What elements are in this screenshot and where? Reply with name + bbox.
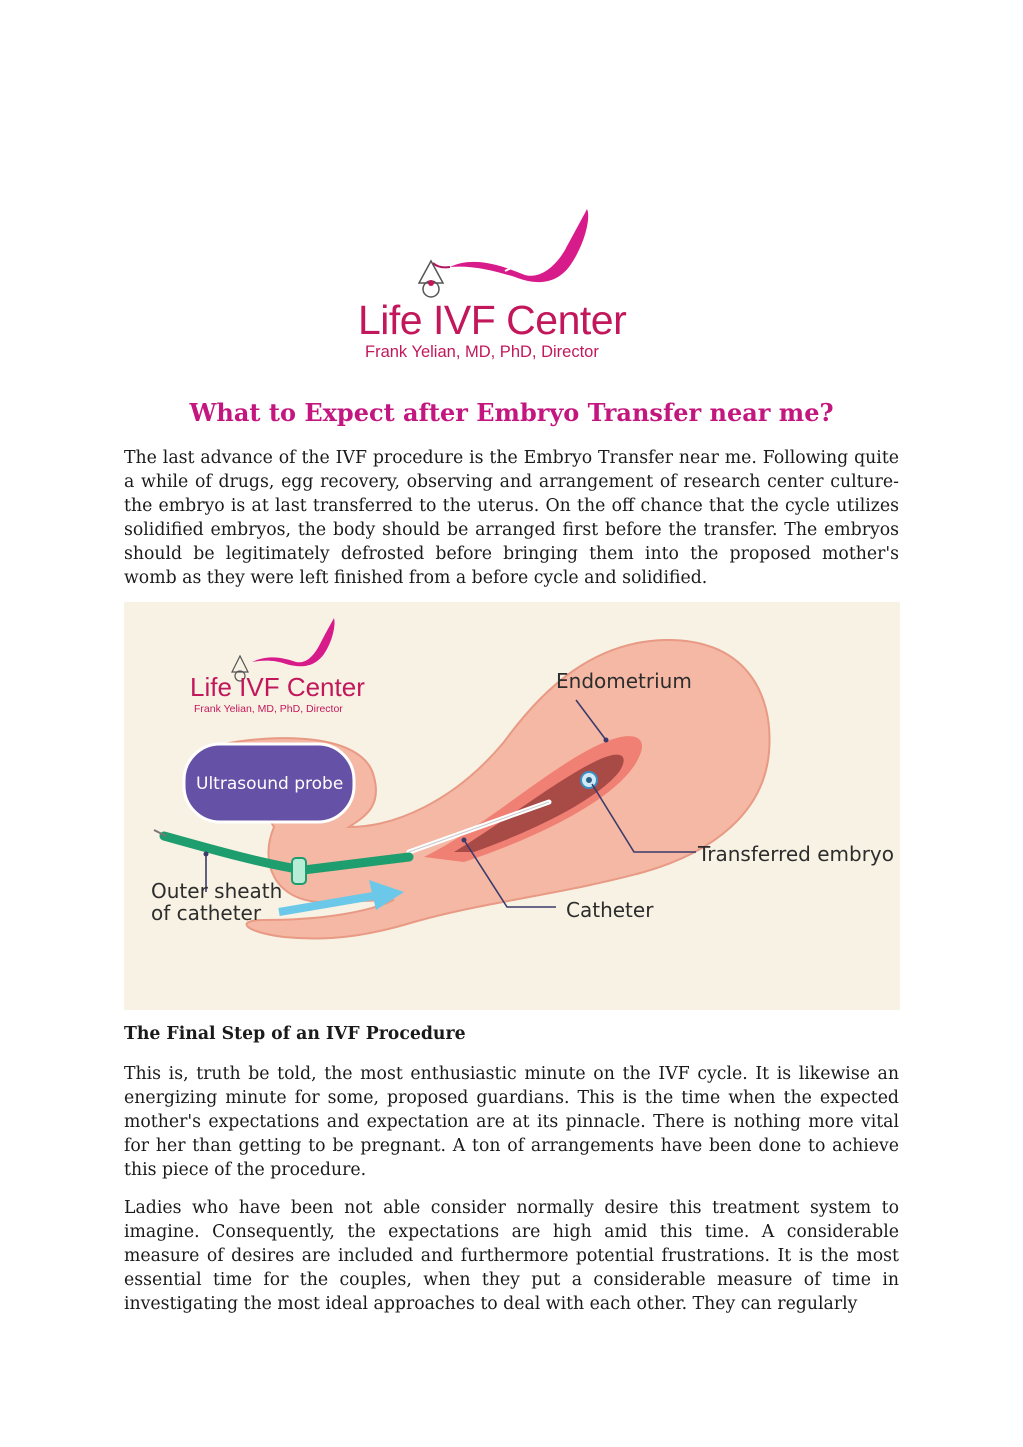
header-logo: Life IVF Center Frank Yelian, MD, PhD, D… [355, 205, 675, 370]
uterus-illustration [153, 618, 771, 940]
outer-sheath-label: Outer sheath of catheter [151, 879, 283, 925]
logo-title: Life IVF Center [358, 297, 627, 343]
transferred-embryo-label: Transferred embryo [698, 842, 894, 866]
embryo-transfer-diagram: Life IVF Center Frank Yelian, MD, PhD, D… [124, 602, 900, 1010]
section-paragraph-2: Ladies who have been not able consider n… [124, 1198, 899, 1314]
intro-paragraph: The last advance of the IVF procedure is… [124, 448, 899, 588]
section-heading: The Final Step of an IVF Procedure [124, 1024, 466, 1044]
diagram-logo-subtitle: Frank Yelian, MD, PhD, Director [194, 703, 343, 715]
section-paragraph-1: This is, truth be told, the most enthusi… [124, 1064, 899, 1180]
stork-logo-icon [417, 209, 589, 298]
logo-subtitle: Frank Yelian, MD, PhD, Director [365, 343, 599, 361]
endometrium-label: Endometrium [556, 669, 692, 693]
diagram-logo-title: Life IVF Center [190, 672, 365, 702]
ultrasound-probe-label: Ultrasound probe [196, 774, 344, 794]
page-title: What to Expect after Embryo Transfer nea… [189, 398, 834, 427]
catheter-label: Catheter [566, 898, 654, 922]
